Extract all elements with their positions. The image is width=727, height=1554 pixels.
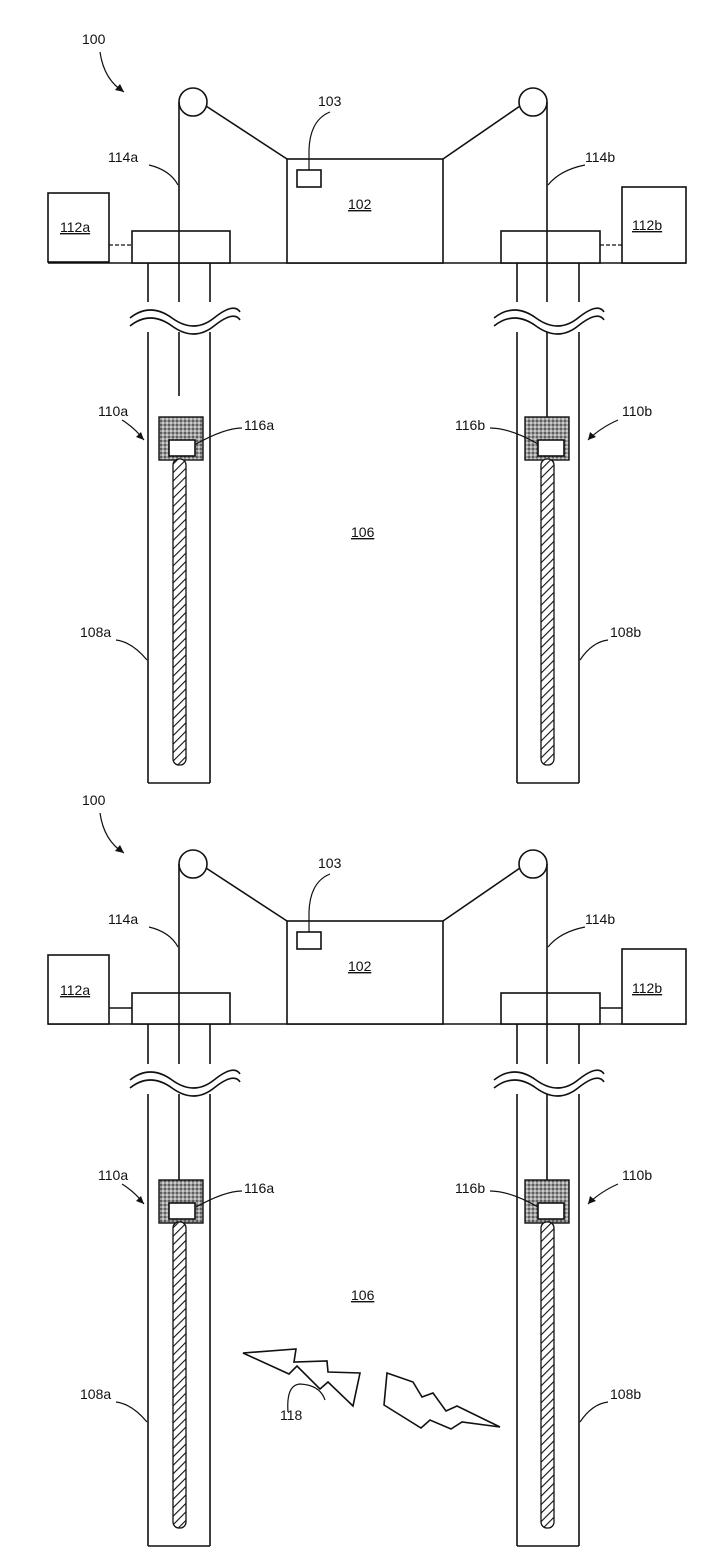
wellbore-right-label: 108b xyxy=(610,1386,641,1402)
sensor-103-label: 103 xyxy=(318,93,342,109)
cable-left-leader xyxy=(149,927,178,947)
arrowhead xyxy=(136,432,144,440)
system-label: 100 xyxy=(82,31,106,47)
sensor-103 xyxy=(297,170,321,187)
arrowhead xyxy=(115,84,124,92)
arrowhead xyxy=(115,845,124,853)
cable-right-to-controller xyxy=(443,106,520,159)
cable-left-label: 114a xyxy=(108,149,138,165)
tool-string-left xyxy=(173,459,186,765)
surface-unit-right-label: 112b xyxy=(632,217,662,233)
signal-bolt-right xyxy=(384,1373,500,1429)
sensor-116b-label: 116b xyxy=(455,1180,485,1196)
sensor-103-label: 103 xyxy=(318,855,342,871)
pulley-right xyxy=(519,88,547,116)
sensor-116a xyxy=(169,1203,195,1219)
cable-right-label: 114b xyxy=(585,149,615,165)
sensor-116a xyxy=(169,440,195,456)
signal-118-label: 118 xyxy=(280,1407,303,1423)
controller-label: 102 xyxy=(348,196,372,212)
tool-string-right xyxy=(541,459,554,765)
sensor-116b xyxy=(538,1203,564,1219)
tool-right-label: 110b xyxy=(622,403,652,419)
sensor-116a-label: 116a xyxy=(244,1180,274,1196)
break-mask-left xyxy=(130,302,240,332)
wellhead-right xyxy=(501,231,600,263)
tool-left-label: 110a xyxy=(98,1167,128,1183)
wellhead-right xyxy=(501,993,600,1024)
tool-right-label: 110b xyxy=(622,1167,652,1183)
figure-top: 100 112a 112b 102 103 114a 114b xyxy=(48,31,686,783)
cable-right-leader xyxy=(548,927,585,947)
wellbore-left-label: 108a xyxy=(80,624,111,640)
arrowhead xyxy=(136,1196,144,1204)
break-mask-left xyxy=(130,1064,240,1094)
wellhead-left xyxy=(132,231,230,263)
surface-unit-left-label: 112a xyxy=(60,982,90,998)
pulley-left xyxy=(179,88,207,116)
cable-right-leader xyxy=(548,165,585,185)
wellhead-left xyxy=(132,993,230,1024)
wellbore-left-leader xyxy=(116,1402,147,1422)
surface-unit-right-label: 112b xyxy=(632,980,662,996)
signal-bolt-left xyxy=(243,1349,360,1406)
tool-left-label: 110a xyxy=(98,403,128,419)
sensor-116b-label: 116b xyxy=(455,417,485,433)
cable-left-to-controller xyxy=(206,868,287,921)
cable-left-label: 114a xyxy=(108,911,138,927)
cable-left-leader xyxy=(149,165,178,185)
cable-right-label: 114b xyxy=(585,911,615,927)
wellbore-right-label: 108b xyxy=(610,624,641,640)
pulley-left xyxy=(179,850,207,878)
wellbore-right-leader xyxy=(580,640,608,660)
wellbore-left-leader xyxy=(116,640,147,660)
wellbore-left-label: 108a xyxy=(80,1386,111,1402)
formation-label: 106 xyxy=(351,1287,375,1303)
break-mask-right xyxy=(494,1064,604,1094)
sensor-116a-label: 116a xyxy=(244,417,274,433)
cable-right-to-controller xyxy=(443,868,520,921)
figure-bottom: 100 112a 112b 102 103 114a 114b xyxy=(48,792,686,1546)
controller-label: 102 xyxy=(348,958,372,974)
tool-string-left xyxy=(173,1222,186,1528)
formation-label: 106 xyxy=(351,524,375,540)
break-mask-right xyxy=(494,302,604,332)
cable-left-to-controller xyxy=(206,106,287,159)
sensor-116b xyxy=(538,440,564,456)
wellbore-right-leader xyxy=(580,1402,608,1422)
tool-string-right xyxy=(541,1222,554,1528)
sensor-103 xyxy=(297,932,321,949)
surface-unit-left-label: 112a xyxy=(60,219,90,235)
pulley-right xyxy=(519,850,547,878)
system-label: 100 xyxy=(82,792,106,808)
